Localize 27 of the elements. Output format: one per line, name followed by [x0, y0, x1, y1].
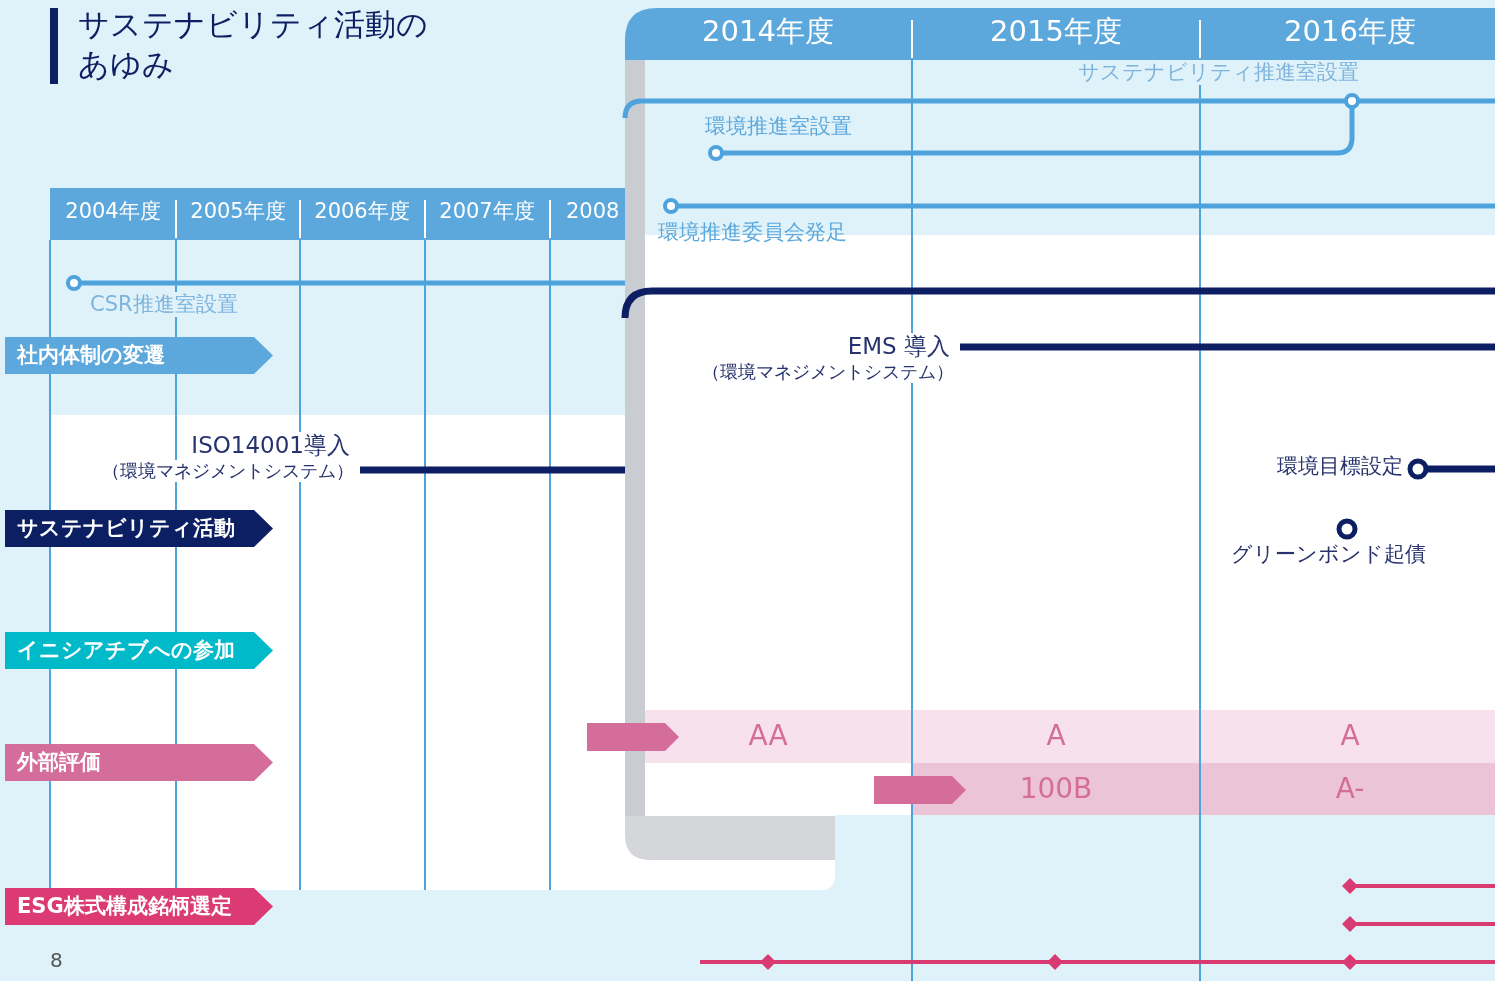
- event-label: 環境推進室設置: [705, 114, 852, 140]
- year-label: 2015年度: [990, 14, 1122, 49]
- year-label: 2006年度: [314, 199, 410, 225]
- rating-value: A-: [1335, 772, 1365, 806]
- category-tag: ESG株式構成銘柄選定: [5, 888, 273, 925]
- rating-value: A: [1340, 719, 1360, 753]
- event-label: 環境推進委員会発足: [658, 220, 847, 246]
- title: サステナビリティ活動のあゆみ: [78, 5, 429, 84]
- year-label: 2016年度: [1284, 14, 1416, 49]
- year-label: 2008: [566, 199, 620, 225]
- rating-value: A: [1046, 719, 1066, 753]
- rating-tag: [587, 723, 679, 751]
- category-tag: 外部評価: [5, 744, 273, 781]
- event-label: サステナビリティ推進室設置: [1075, 60, 1362, 86]
- page-number: 8: [50, 948, 63, 972]
- rating-value: 100B: [1019, 772, 1093, 806]
- year-label: 2005年度: [190, 199, 286, 225]
- year-label: 2004年度: [65, 199, 161, 225]
- category-tag: サステナビリティ活動: [5, 510, 273, 547]
- category-tag: 社内体制の変遷: [5, 337, 273, 374]
- rating-value: AA: [748, 719, 788, 753]
- category-tag: イニシアチブへの参加: [5, 632, 273, 669]
- event-label: グリーンボンド起債: [1230, 542, 1426, 568]
- year-label: 2014年度: [702, 14, 834, 49]
- year-label: 2007年度: [439, 199, 535, 225]
- rating-tag: [874, 776, 966, 804]
- event-label: 環境目標設定: [1277, 454, 1403, 480]
